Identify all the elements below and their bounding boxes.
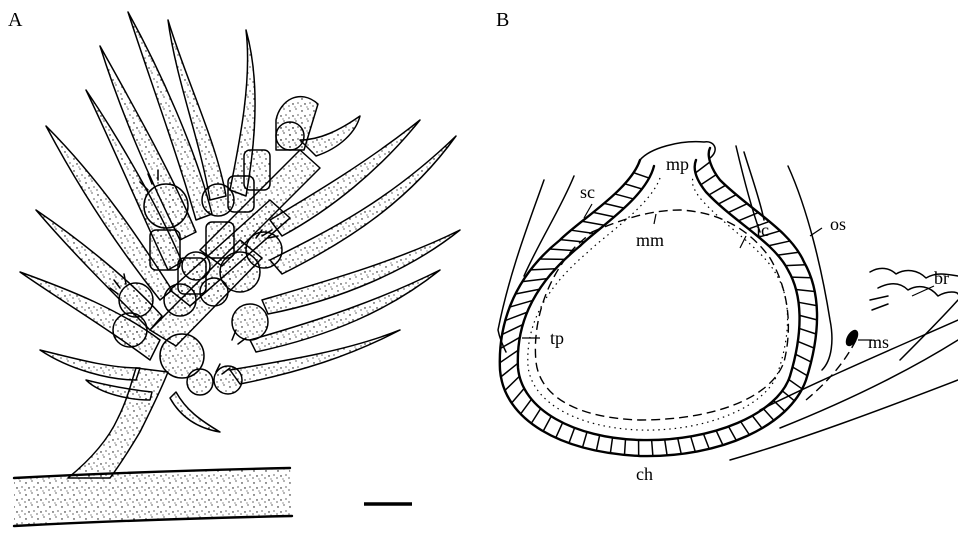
wall-segment: [718, 195, 736, 204]
wall-segments: [500, 162, 817, 456]
wall-segment: [582, 221, 604, 225]
wall-segment: [569, 428, 575, 443]
label-br: br: [934, 268, 949, 288]
wall-segment: [604, 203, 624, 208]
wall-segment: [786, 265, 806, 266]
wall-segment: [763, 409, 773, 421]
polyp-capsule: [187, 369, 213, 395]
wall-segment: [531, 408, 540, 423]
wall-segment: [521, 399, 532, 414]
panel-a-letter: A: [8, 9, 23, 31]
label-os: os: [830, 214, 846, 234]
inner-dotted-membrane: [528, 176, 788, 430]
wall-segment: [596, 435, 599, 450]
wall-segment: [778, 252, 799, 255]
polyp-capsule: [276, 122, 304, 150]
label-leaders: [522, 204, 934, 340]
wall-segment: [741, 422, 750, 435]
wall-segment: [701, 175, 716, 185]
panel-b: B: [496, 9, 958, 484]
panel-b-letter: B: [496, 9, 509, 31]
wall-segment: [634, 173, 650, 178]
wall-segment: [782, 391, 794, 401]
wall-segment: [691, 436, 696, 451]
label-ic: ic: [756, 220, 769, 240]
label-mm: mm: [636, 230, 664, 250]
wall-segment: [583, 432, 587, 447]
outer-lines: [498, 146, 958, 460]
wall-segment: [625, 184, 642, 189]
wall-segment: [500, 350, 518, 362]
wall-segment: [709, 185, 726, 195]
wall-segment: [769, 241, 790, 246]
panel-a: A: [8, 9, 460, 526]
label-sc: sc: [580, 182, 595, 202]
polyp-capsule: [144, 184, 188, 228]
polyp-capsule: [113, 313, 147, 347]
wall-segment: [799, 328, 816, 334]
wall-segment: [774, 401, 785, 412]
wall-segment: [678, 438, 682, 454]
wall-segment: [624, 439, 625, 455]
wall-segment: [728, 204, 747, 213]
wall-segment: [550, 249, 575, 251]
wall-segment: [593, 212, 614, 216]
polyp-capsule: [232, 304, 268, 340]
wall-segment: [716, 431, 723, 446]
wall-segment: [696, 162, 711, 173]
wall-segment: [500, 337, 519, 348]
wall-segment: [800, 315, 817, 319]
wall-segment: [543, 416, 551, 431]
polyp-stalk: [228, 176, 254, 212]
label-tp: tp: [550, 328, 564, 348]
wall-segment: [703, 434, 709, 449]
polyp-stalk: [150, 230, 180, 270]
wall-segment: [796, 354, 812, 362]
wall-segment: [610, 438, 612, 454]
label-mp: mp: [666, 154, 689, 174]
label-ms: ms: [868, 332, 889, 352]
polyp-stalk: [206, 222, 234, 258]
main-stem: [68, 368, 168, 478]
sclerite-wall: [500, 148, 817, 456]
wall-segment: [530, 269, 555, 270]
wall-segment: [522, 279, 547, 282]
wall-segment: [752, 416, 762, 428]
wall-segment: [792, 277, 811, 278]
label-ch: ch: [636, 464, 653, 484]
stolon: [14, 468, 292, 526]
wall-segment: [729, 427, 737, 441]
polyp-capsule: [119, 283, 153, 317]
polyp-stalk: [178, 258, 206, 294]
wall-segment: [793, 367, 808, 376]
wall-segment: [798, 341, 814, 348]
wall-segment: [505, 376, 520, 390]
wall-segment: [556, 423, 563, 438]
wall-segment: [799, 302, 817, 305]
wall-segment: [665, 440, 667, 456]
wall-segment: [501, 363, 518, 377]
wall-segment: [512, 388, 525, 403]
wall-segment: [796, 289, 815, 291]
wall-segment: [652, 440, 653, 456]
ms-structure: [843, 328, 861, 349]
wall-segment: [615, 194, 634, 199]
wall-segment: [789, 379, 802, 388]
